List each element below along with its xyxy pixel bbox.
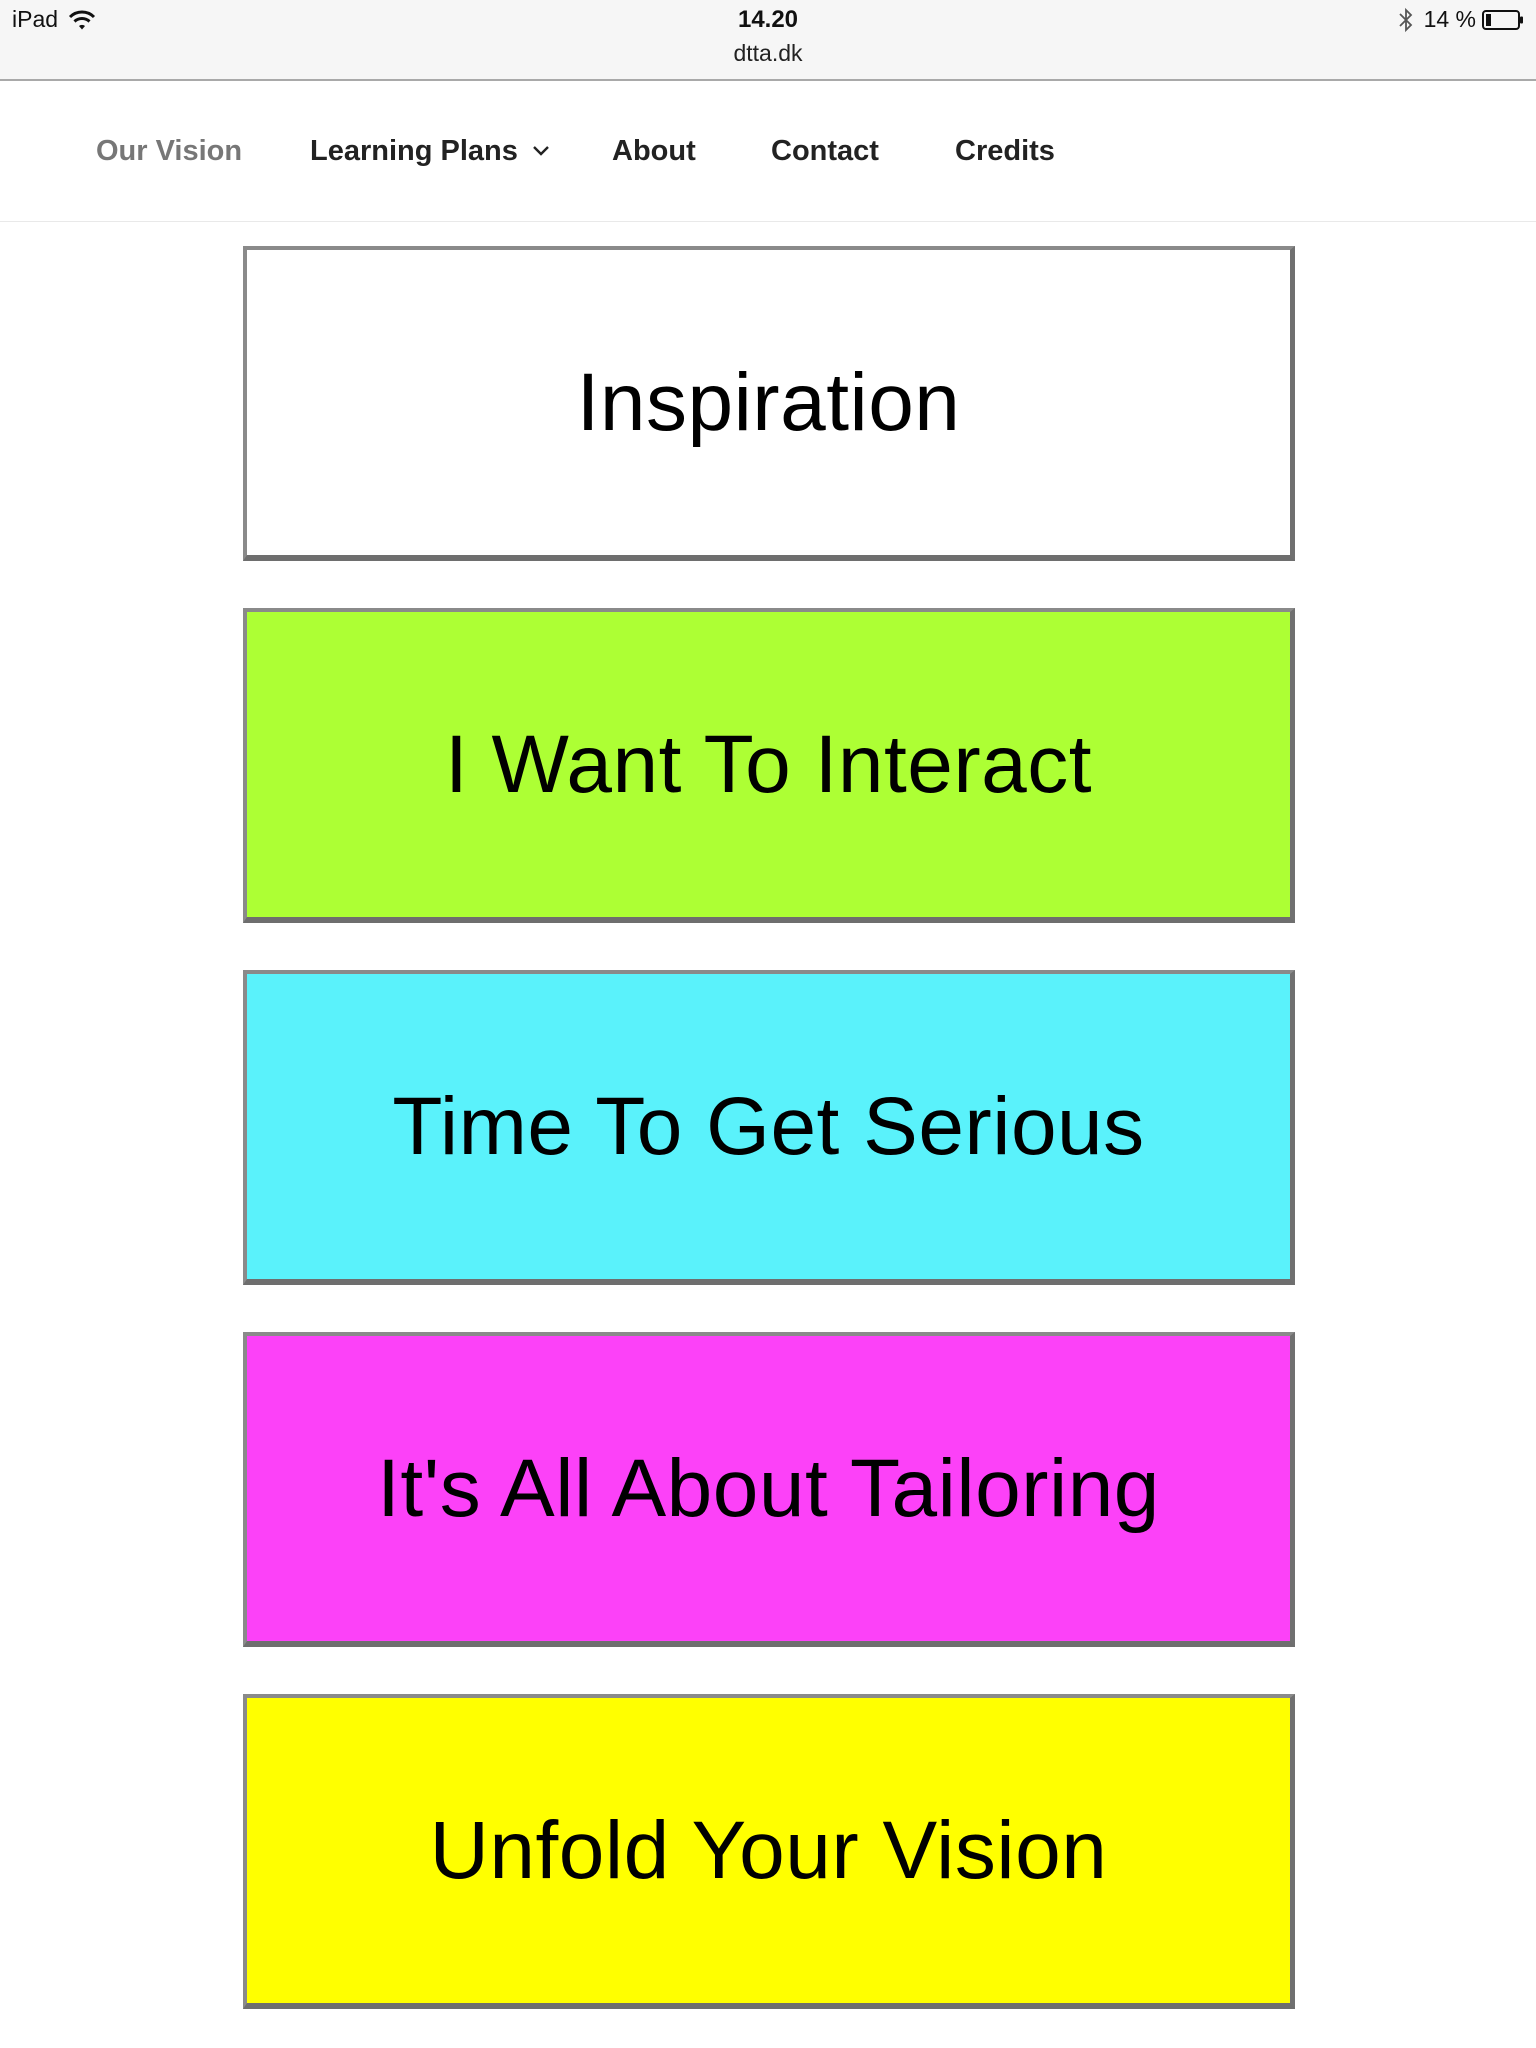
tile-label: I Want To Interact	[444, 718, 1093, 810]
clock: 14.20	[737, 6, 799, 33]
tile-label: Time To Get Serious	[392, 1080, 1145, 1172]
device-name: iPad	[12, 6, 59, 32]
device-label: iPad	[12, 6, 96, 33]
nav-item-about[interactable]: About	[612, 81, 696, 221]
inspiration-button[interactable]: Inspiration	[243, 246, 1295, 561]
tile-label: Inspiration	[576, 356, 961, 448]
address-bar-url[interactable]: dtta.dk	[733, 40, 803, 66]
tile-label: It's All About Tailoring	[377, 1442, 1160, 1534]
its-all-about-tailoring-button[interactable]: It's All About Tailoring	[243, 1332, 1295, 1647]
status-right: 14 %	[1398, 6, 1524, 33]
tile-label: Unfold Your Vision	[429, 1804, 1108, 1896]
nav-item-label: Our Vision	[96, 134, 243, 167]
battery-percentage: 14 %	[1423, 6, 1476, 32]
wifi-icon	[68, 10, 96, 29]
status-bar: iPad 14.20 dtta.dk 14 %	[0, 0, 1536, 81]
nav-item-learning-plans[interactable]: Learning Plans	[310, 81, 550, 221]
nav-item-our-vision[interactable]: Our Vision	[96, 81, 242, 221]
chevron-down-icon	[533, 146, 549, 156]
nav-item-contact[interactable]: Contact	[771, 81, 879, 221]
nav-item-label: Learning Plans	[310, 134, 518, 167]
bluetooth-icon	[1398, 7, 1412, 32]
nav-item-label: About	[612, 134, 696, 167]
nav-item-credits[interactable]: Credits	[955, 81, 1055, 221]
nav-item-label: Contact	[771, 134, 879, 167]
unfold-your-vision-button[interactable]: Unfold Your Vision	[243, 1694, 1295, 2009]
time-to-get-serious-button[interactable]: Time To Get Serious	[243, 970, 1295, 1285]
nav-item-label: Credits	[955, 134, 1055, 167]
i-want-to-interact-button[interactable]: I Want To Interact	[243, 608, 1295, 923]
main-navigation: Our Vision Learning Plans About Contact …	[0, 81, 1536, 222]
battery-icon	[1482, 9, 1523, 30]
